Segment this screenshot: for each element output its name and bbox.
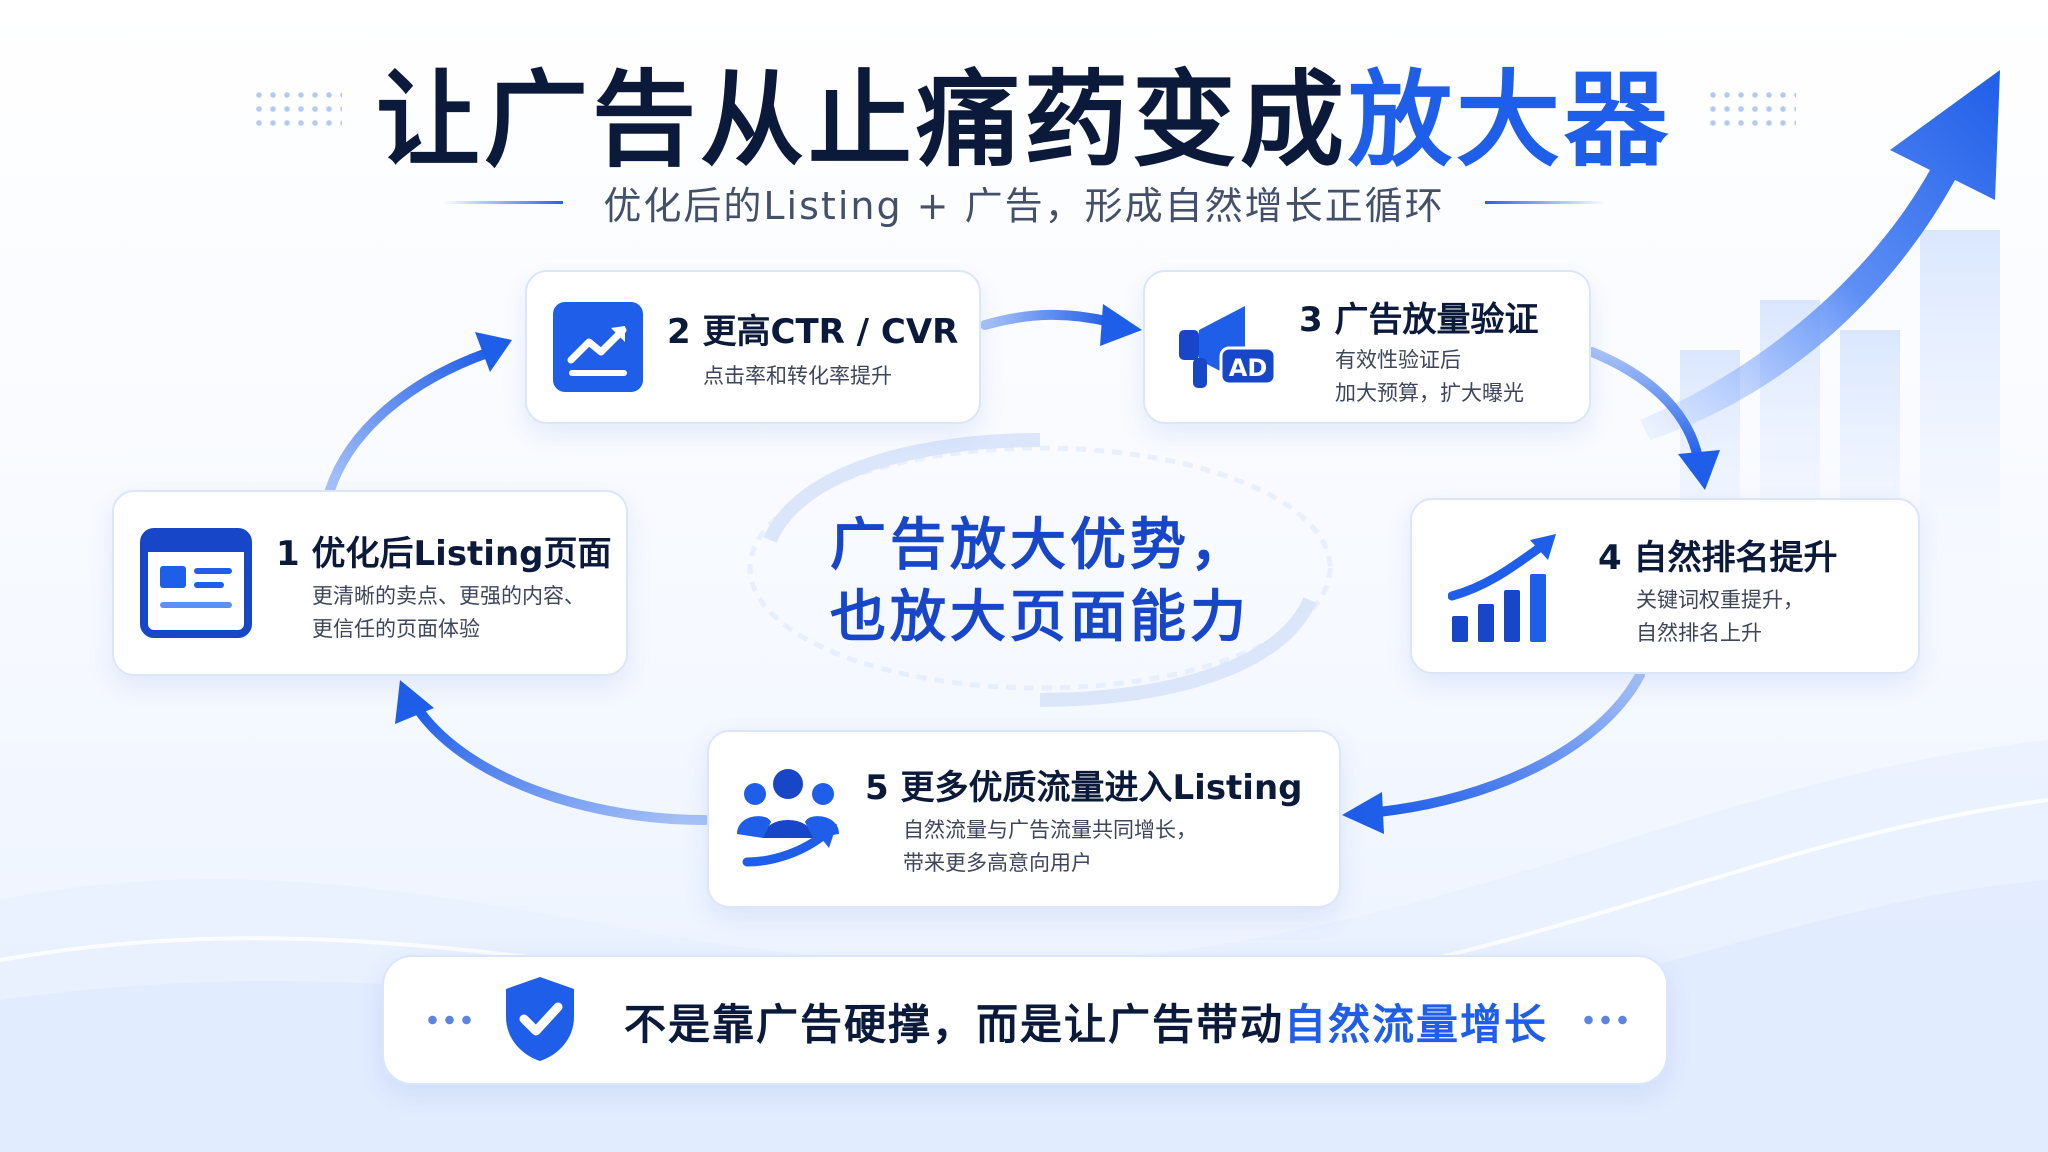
banner-text: 不是靠广告硬撑，而是让广告带动自然流量增长 bbox=[624, 991, 1548, 1052]
banner-main: 不是靠广告硬撑，而是让广告带动 bbox=[624, 1000, 1285, 1049]
ranking-bars-icon bbox=[1448, 534, 1556, 642]
title-row: 让广告从止痛药变成放大器 bbox=[0, 50, 2048, 181]
banner-dots-left bbox=[424, 1015, 474, 1025]
step-4-desc-line1: 关键词权重提升， bbox=[1636, 588, 1804, 612]
arrow-4-to-5 bbox=[1342, 670, 1645, 834]
listing-page-icon bbox=[140, 528, 252, 638]
step-5-desc-line1: 自然流量与广告流量共同增长， bbox=[903, 818, 1197, 842]
page-subtitle: 优化后的Listing + 广告，形成自然增长正循环 bbox=[603, 183, 1445, 228]
ad-label: AD bbox=[1229, 354, 1268, 382]
center-ring bbox=[747, 433, 1333, 707]
subtitle-line-right bbox=[1484, 200, 1605, 204]
step-3-desc-line1: 有效性验证后 bbox=[1335, 348, 1461, 372]
growth-chart-icon bbox=[553, 302, 643, 392]
users-traffic-icon bbox=[737, 769, 839, 867]
step-4-desc-line2: 自然排名上升 bbox=[1636, 621, 1762, 645]
arrow-1-to-2 bbox=[325, 332, 512, 495]
page-title: 让广告从止痛药变成放大器 bbox=[376, 35, 1672, 186]
subtitle-line-left bbox=[443, 200, 564, 204]
step-3-title: 3 广告放量验证 bbox=[1299, 300, 1539, 340]
center-line-1: 广告放大优势， bbox=[830, 513, 1250, 578]
step-3-desc-line2: 加大预算，扩大曝光 bbox=[1335, 381, 1524, 405]
step-1-title: 1 优化后Listing页面 bbox=[276, 534, 612, 574]
step-4-title: 4 自然排名提升 bbox=[1598, 538, 1838, 578]
center-message: 广告放大优势， 也放大页面能力 bbox=[750, 510, 1330, 654]
step-5-title: 5 更多优质流量进入Listing bbox=[865, 768, 1303, 808]
arrow-5-to-1 bbox=[395, 680, 710, 825]
shield-check-icon bbox=[506, 977, 574, 1061]
bottom-banner: 不是靠广告硬撑，而是让广告带动自然流量增长 bbox=[382, 955, 1668, 1085]
step-5-desc-line2: 带来更多高意向用户 bbox=[903, 851, 1092, 875]
banner-dots-right bbox=[1580, 1015, 1630, 1025]
subtitle-row: 优化后的Listing + 广告，形成自然增长正循环 bbox=[0, 172, 2048, 232]
title-accent: 放大器 bbox=[1348, 58, 1673, 181]
step-card-3: AD 3 广告放量验证 有效性验证后 加大预算，扩大曝光 bbox=[1143, 270, 1591, 424]
arrow-2-to-3 bbox=[980, 304, 1142, 346]
step-card-1: 1 优化后Listing页面 更清晰的卖点、更强的内容、 更信任的页面体验 bbox=[112, 490, 628, 676]
title-dots-left bbox=[251, 88, 342, 132]
title-main: 让广告从止痛药变成 bbox=[375, 58, 1348, 181]
step-card-2: 2 更高CTR / CVR 点击率和转化率提升 bbox=[525, 270, 981, 424]
center-line-2: 也放大页面能力 bbox=[830, 585, 1250, 650]
step-2-desc-line1: 点击率和转化率提升 bbox=[703, 364, 892, 388]
step-card-5: 5 更多优质流量进入Listing 自然流量与广告流量共同增长， 带来更多高意向… bbox=[707, 730, 1341, 908]
megaphone-ad-icon: AD bbox=[1179, 306, 1277, 388]
step-1-desc-line1: 更清晰的卖点、更强的内容、 bbox=[312, 584, 585, 608]
step-2-title: 2 更高CTR / CVR bbox=[667, 312, 959, 352]
step-card-4: 4 自然排名提升 关键词权重提升， 自然排名上升 bbox=[1410, 498, 1920, 674]
step-1-desc-line2: 更信任的页面体验 bbox=[312, 617, 480, 641]
big-growth-arrow bbox=[1640, 70, 2000, 440]
arrow-3-to-4 bbox=[1587, 347, 1720, 490]
banner-accent: 自然流量增长 bbox=[1284, 1000, 1549, 1049]
title-dots-right bbox=[1706, 88, 1797, 132]
